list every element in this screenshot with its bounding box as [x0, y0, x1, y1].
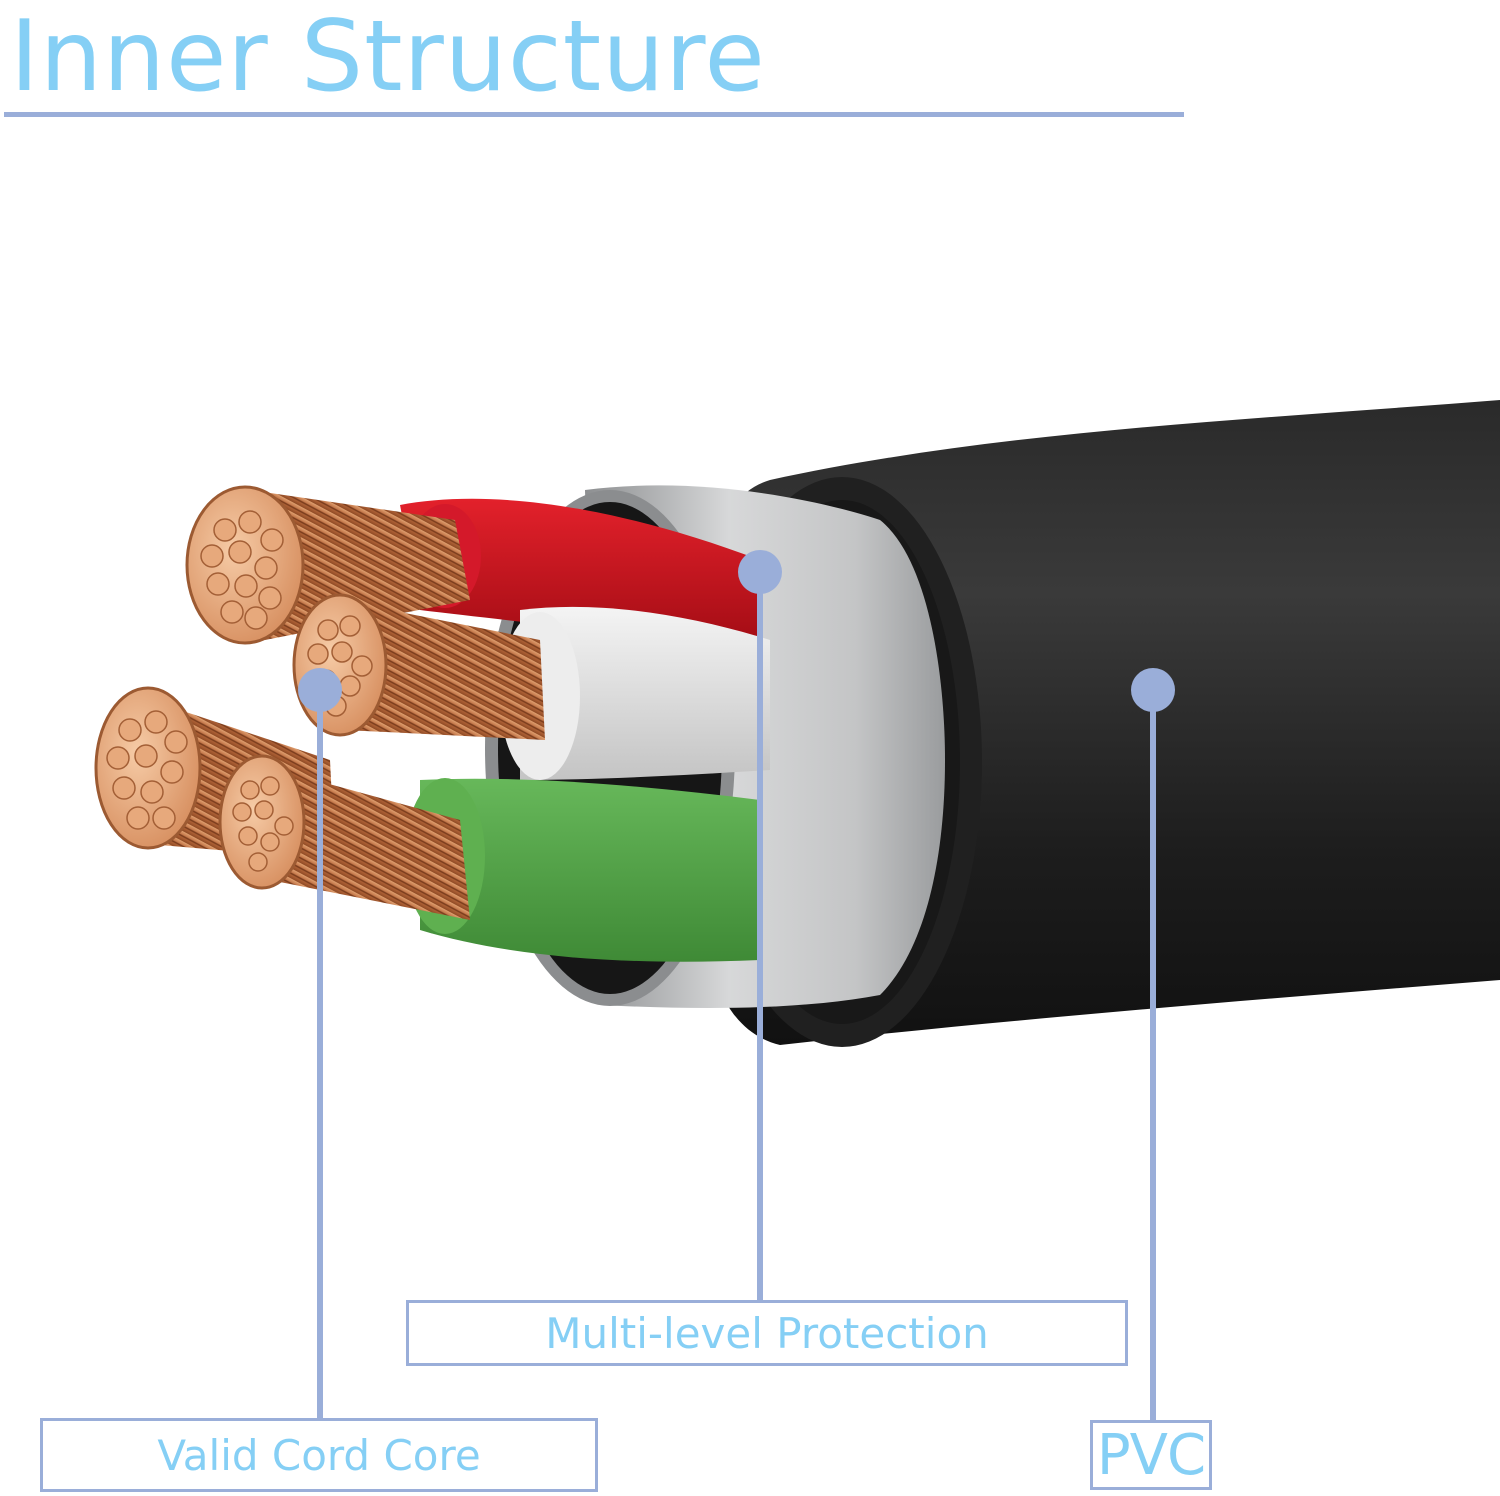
- page-title: Inner Structure: [10, 0, 766, 114]
- callout-dot-pvc: [1131, 668, 1175, 712]
- label-pvc-text: PVC: [1096, 1422, 1206, 1488]
- copper-strands-4: [260, 765, 470, 920]
- label-valid-cord-core-text: Valid Cord Core: [157, 1430, 481, 1480]
- label-multi-level-protection-text: Multi-level Protection: [545, 1308, 989, 1358]
- callout-leaders: [317, 572, 1156, 1420]
- callout-dot-core: [298, 668, 342, 712]
- copper-strands-2: [340, 600, 545, 740]
- green-wire: [420, 778, 760, 962]
- label-multi-level-protection: Multi-level Protection: [406, 1300, 1128, 1366]
- white-wire: [520, 606, 770, 780]
- callout-dot-protection: [738, 550, 782, 594]
- title-underline: [4, 112, 1184, 117]
- label-valid-cord-core: Valid Cord Core: [40, 1418, 598, 1492]
- copper-strands-1: [250, 490, 470, 640]
- label-pvc: PVC: [1090, 1420, 1212, 1490]
